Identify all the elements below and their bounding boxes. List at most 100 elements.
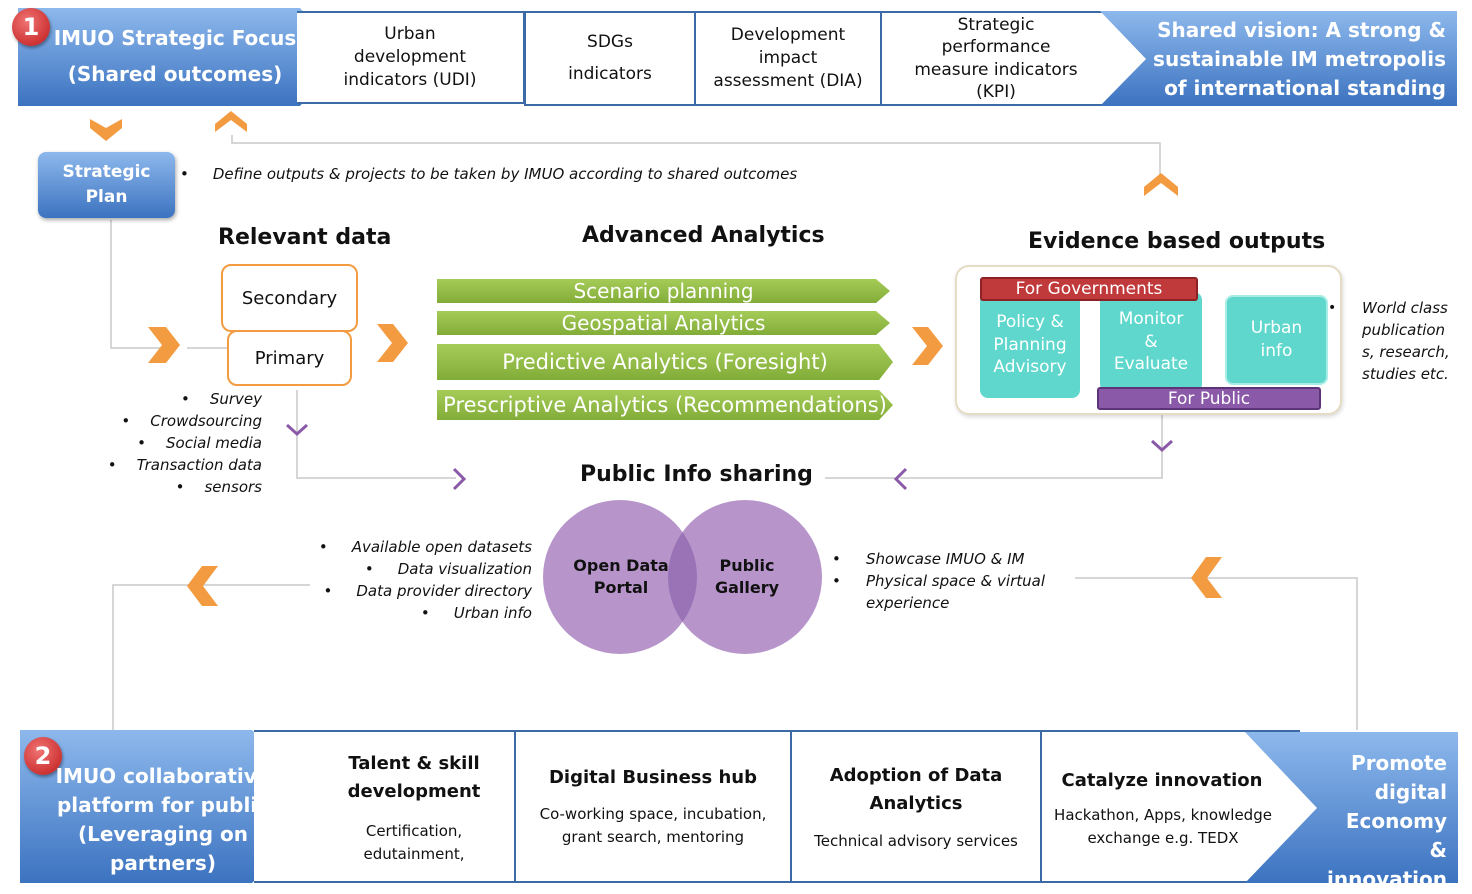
- indicator-label: Strategic performance measure indicators…: [914, 15, 1078, 102]
- chevron-right-icon: [452, 467, 467, 491]
- step-badge-2: 2: [24, 737, 62, 775]
- output-label: Policy & Planning Advisory: [993, 311, 1067, 378]
- collab-platform-banner-shape: [20, 730, 328, 883]
- output-box-policy: Policy & Planning Advisory: [980, 292, 1080, 398]
- output-box-urban-info: Urban info: [1225, 295, 1328, 385]
- data-source-list: •Survey •Crowdsourcing •Social media •Tr…: [98, 388, 262, 498]
- list-item: •Crowdsourcing: [121, 412, 262, 430]
- chevron-up-icon: [1144, 173, 1178, 196]
- for-governments-bar: For Governments: [980, 277, 1198, 301]
- bottom-cell-innovation: Catalyze innovation Hackathon, Apps, kno…: [1040, 730, 1300, 883]
- chevron-right-icon: [377, 324, 408, 362]
- chevron-right-icon: [148, 327, 180, 363]
- analytics-bar-predictive: Predictive Analytics (Foresight): [437, 344, 893, 380]
- indicator-cell-udi: Urban development indicators (UDI): [297, 11, 525, 104]
- strategic-focus-banner-shape: [18, 8, 343, 106]
- bottom-cell-title: Digital Business hub: [548, 767, 757, 788]
- strategic-focus-title: IMUO Strategic Focus: [53, 26, 297, 50]
- chevron-down-icon: [90, 119, 122, 141]
- step-badge-1: 1: [12, 8, 50, 46]
- analytics-label: Geospatial Analytics: [561, 311, 766, 335]
- bottom-cell-title: Adoption of Data Analytics: [829, 765, 1003, 814]
- bottom-cell-talent: Talent & skill development Certification…: [254, 730, 516, 883]
- analytics-label: Scenario planning: [573, 279, 754, 303]
- chevron-left-icon: [893, 467, 908, 491]
- indicator-label: Urban development indicators (UDI): [343, 24, 477, 90]
- list-item: •Survey: [180, 390, 262, 408]
- right-loop-line: [1075, 577, 1358, 730]
- strategic-to-data-line: [110, 220, 160, 349]
- for-governments-label: For Governments: [1015, 279, 1163, 299]
- chevron-left-icon: [1191, 557, 1222, 598]
- chevron-right-icon: [912, 327, 943, 365]
- analytics-bar-geospatial: Geospatial Analytics: [437, 311, 890, 335]
- list-item: •Data visualization: [364, 560, 532, 578]
- indicator-label: Development impact assessment (DIA): [713, 25, 863, 91]
- output-box-monitor: Monitor & Evaluate: [1100, 292, 1202, 392]
- analytics-bar-prescriptive: Prescriptive Analytics (Recommendations): [437, 390, 893, 420]
- chevron-down-icon: [1150, 439, 1174, 453]
- strategic-plan-box: Strategic Plan: [38, 152, 175, 218]
- shared-vision-banner-shape: [1100, 11, 1457, 106]
- gallery-list: •Showcase IMUO & IM •Physical space & vi…: [832, 548, 1047, 614]
- chevron-up-icon: [215, 111, 247, 132]
- strategic-plan-label: Strategic Plan: [62, 162, 151, 207]
- open-data-list: •Available open datasets •Data visualiza…: [310, 536, 532, 624]
- list-item: •Data provider directory: [323, 582, 532, 600]
- bullet: •: [180, 165, 189, 183]
- primary-data-box: Primary: [227, 330, 352, 386]
- list-item: •Urban info: [420, 604, 532, 622]
- list-item: •Physical space & virtual experience: [832, 572, 1045, 612]
- open-data-portal-label: Open Data Portal: [573, 556, 669, 597]
- bottom-cell-data-analytics: Adoption of Data Analytics Technical adv…: [790, 730, 1042, 883]
- for-public-bar: For Public: [1097, 387, 1321, 410]
- list-item: •Social media: [137, 434, 262, 452]
- left-loop-line: [112, 584, 310, 730]
- list-item: •Showcase IMUO & IM: [832, 550, 1025, 568]
- digital-economy-banner-shape: [1245, 732, 1458, 883]
- feedback-line-top: [231, 135, 1161, 180]
- strategic-focus-subtitle: (Shared outcomes): [67, 62, 283, 86]
- indicator-cell-dia: Development impact assessment (DIA): [694, 11, 882, 106]
- advanced-analytics-heading: Advanced Analytics: [582, 223, 825, 248]
- evidence-side-note: World class publication s, research, stu…: [1362, 299, 1450, 383]
- for-public-label: For Public: [1167, 388, 1251, 409]
- bullet: •: [1328, 300, 1337, 316]
- output-label: Monitor & Evaluate: [1113, 308, 1189, 375]
- chevron-down-icon: [285, 423, 309, 437]
- analytics-bar-scenario: Scenario planning: [437, 279, 890, 303]
- bottom-cell-title: Talent & skill development: [347, 753, 481, 802]
- primary-data-label: Primary: [254, 347, 325, 369]
- evidence-heading: Evidence based outputs: [1028, 229, 1326, 254]
- analytics-label: Prescriptive Analytics (Recommendations): [443, 393, 887, 417]
- list-item: •Available open datasets: [318, 538, 532, 556]
- bottom-cell-title: Catalyze innovation: [1061, 770, 1263, 791]
- list-item: •Transaction data: [107, 456, 262, 474]
- bottom-cell-subtitle: Technical advisory services: [814, 832, 1018, 850]
- strategic-focus-banner: IMUO Strategic Focus (Shared outcomes): [40, 20, 310, 92]
- analytics-label: Predictive Analytics (Foresight): [502, 350, 828, 374]
- public-gallery-label: Public Gallery: [714, 556, 780, 597]
- public-info-venn: [543, 500, 822, 654]
- secondary-data-label: Secondary: [241, 287, 338, 309]
- bottom-cell-subtitle: Hackathon, Apps, knowledge exchange e.g.…: [1054, 806, 1272, 848]
- strategic-plan-note-text: Define outputs & projects to be taken by…: [212, 165, 798, 183]
- evidence-to-public-line: [900, 415, 1163, 479]
- public-info-heading: Public Info sharing: [580, 462, 813, 487]
- bottom-cell-subtitle: Co-working space, incubation, grant sear…: [539, 805, 767, 847]
- primary-to-public-line: [296, 390, 456, 479]
- strategic-plan-note: • Define outputs & projects to be taken b…: [180, 165, 797, 183]
- output-label: Urban info: [1250, 318, 1303, 361]
- digital-economy-title: Promote digital Economy & innovation: [1327, 751, 1447, 891]
- chevron-left-icon: [187, 566, 218, 606]
- secondary-data-box: Secondary: [221, 264, 358, 332]
- indicator-cell-kpi: Strategic performance measure indicators…: [880, 11, 1110, 106]
- indicator-cell-sdgs: SDGs indicators: [524, 11, 696, 106]
- shared-vision-banner: Shared vision: A strong & sustainable IM…: [1153, 18, 1446, 100]
- indicator-label: SDGs indicators: [568, 32, 652, 84]
- bottom-cell-subtitle: Certification, edutainment,: [363, 822, 465, 864]
- relevant-data-heading: Relevant data: [218, 225, 392, 250]
- list-item: •sensors: [175, 478, 262, 496]
- collab-platform-title: IMUO collaborative platform for public (…: [55, 764, 271, 875]
